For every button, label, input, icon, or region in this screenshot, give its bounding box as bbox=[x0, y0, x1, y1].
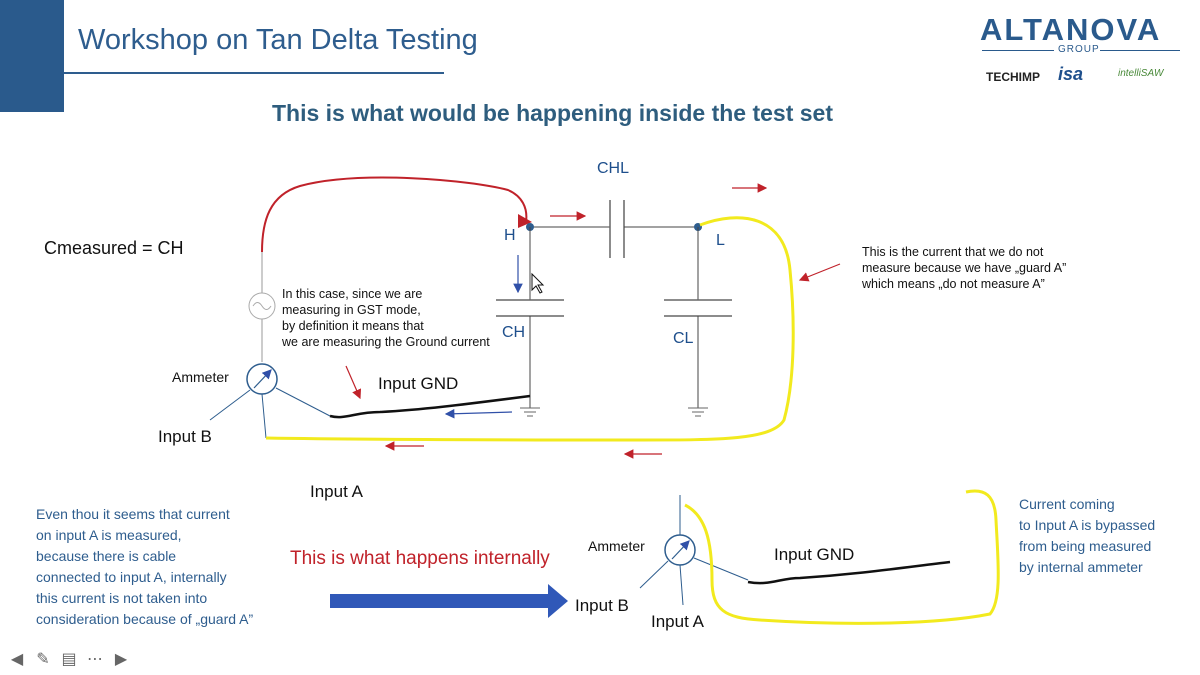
gst-note-line: measuring in GST mode, bbox=[282, 303, 421, 317]
guard-note-line: which means „do not measure A” bbox=[862, 277, 1045, 291]
label-input-a: Input A bbox=[310, 482, 363, 501]
internal-ammeter-lead-b bbox=[639, 560, 669, 589]
internal-label-input-a: Input A bbox=[651, 612, 704, 631]
ammeter-lead-a bbox=[261, 393, 267, 439]
internal-gnd-black-wire bbox=[747, 560, 951, 585]
guard-note-line: measure because we have „guard A” bbox=[862, 261, 1067, 275]
brand-group-label: GROUP bbox=[1058, 44, 1100, 55]
label-l: L bbox=[716, 232, 725, 249]
ch-ground-symbol bbox=[520, 407, 540, 417]
label-input-gnd: Input GND bbox=[378, 374, 459, 393]
more-icon[interactable]: ⋯ bbox=[87, 651, 103, 668]
label-chl: CHL bbox=[597, 160, 630, 177]
label-ammeter: Ammeter bbox=[172, 369, 229, 385]
input-gnd-black-wire bbox=[329, 394, 531, 419]
arrow-right-icon[interactable]: ▶ bbox=[114, 651, 128, 668]
cl-ground-symbol bbox=[688, 407, 708, 417]
bypass-line: by internal ammeter bbox=[1019, 559, 1143, 575]
internal-label-input-b: Input B bbox=[575, 596, 629, 615]
input-a-explanation: Even thou it seems that current on input… bbox=[36, 504, 253, 630]
bypass-line: from being measured bbox=[1019, 538, 1152, 554]
explanation-line: connected to input A, internally bbox=[36, 569, 227, 585]
slides-icon[interactable]: ▤ bbox=[61, 651, 77, 668]
explanation-line: because there is cable bbox=[36, 548, 177, 564]
label-input-b: Input B bbox=[158, 427, 212, 446]
internal-ammeter-needle bbox=[671, 540, 690, 560]
internal-happening-label: This is what happens internally bbox=[290, 548, 550, 569]
bypass-explanation: Current coming to Input A is bypassed fr… bbox=[1019, 494, 1155, 578]
header-accent-bar bbox=[0, 0, 64, 112]
mouse-cursor-icon bbox=[531, 272, 545, 294]
cmeasured-equation: Cmeasured = CH bbox=[44, 238, 184, 258]
bypass-line: to Input A is bypassed bbox=[1019, 517, 1156, 533]
partner-logo-techimp: TECHIMP bbox=[986, 70, 1040, 84]
internal-label-input-gnd: Input GND bbox=[774, 545, 855, 564]
internal-big-arrow bbox=[330, 584, 568, 618]
partner-logo-intellisaw: intelliSAW bbox=[1118, 68, 1164, 79]
hv-clip bbox=[518, 214, 532, 228]
current-arrow-guard bbox=[798, 263, 841, 282]
gst-note-line: In this case, since we are bbox=[282, 287, 423, 301]
bypass-line: Current coming bbox=[1019, 496, 1115, 512]
guard-note-line: This is the current that we do not bbox=[862, 245, 1044, 259]
pen-icon[interactable]: ✎ bbox=[36, 651, 50, 668]
internal-ammeter-lead-gnd bbox=[693, 557, 749, 581]
header-underline bbox=[64, 72, 444, 74]
internal-label-ammeter: Ammeter bbox=[588, 538, 645, 554]
header-title: Workshop on Tan Delta Testing bbox=[78, 24, 478, 56]
slideshow-toolbar: ◀ ✎ ▤ ⋯ ▶ bbox=[6, 648, 132, 670]
gst-note-line: by definition it means that bbox=[282, 319, 424, 333]
gnd-current-arrow bbox=[444, 408, 513, 419]
explanation-line: Even thou it seems that current bbox=[36, 506, 230, 522]
ammeter-lead-b bbox=[209, 389, 251, 421]
logo-divider-left bbox=[982, 50, 1054, 51]
ammeter-lead-gnd bbox=[275, 387, 331, 417]
slide-title: This is what would be happening inside t… bbox=[272, 100, 834, 126]
gst-note-line: we are measuring the Ground current bbox=[282, 335, 490, 349]
note-pointer-arrow bbox=[345, 365, 362, 400]
ammeter-needle bbox=[253, 369, 272, 389]
internal-ammeter-lead-a bbox=[679, 564, 684, 606]
guard-yellow-wire bbox=[265, 216, 795, 442]
internal-bypass-yellow-wire bbox=[684, 489, 1000, 625]
gst-mode-note: In this case, since we are measuring in … bbox=[282, 286, 490, 350]
label-h: H bbox=[504, 227, 516, 244]
hv-lead-red-wire bbox=[261, 176, 528, 253]
explanation-line: this current is not taken into bbox=[36, 590, 208, 606]
guard-a-note: This is the current that we do not measu… bbox=[862, 244, 1066, 292]
label-ch: CH bbox=[502, 324, 526, 341]
explanation-line: on input A is measured, bbox=[36, 527, 182, 543]
explanation-line: consideration because of „guard A” bbox=[36, 611, 254, 627]
partner-logo-isa: isa bbox=[1058, 64, 1084, 84]
ac-source-wave bbox=[252, 302, 272, 310]
logo-divider-right bbox=[1100, 50, 1180, 51]
label-cl: CL bbox=[673, 330, 694, 347]
brand-logo: ALTANOVA bbox=[980, 12, 1162, 47]
arrow-left-icon[interactable]: ◀ bbox=[10, 651, 24, 668]
